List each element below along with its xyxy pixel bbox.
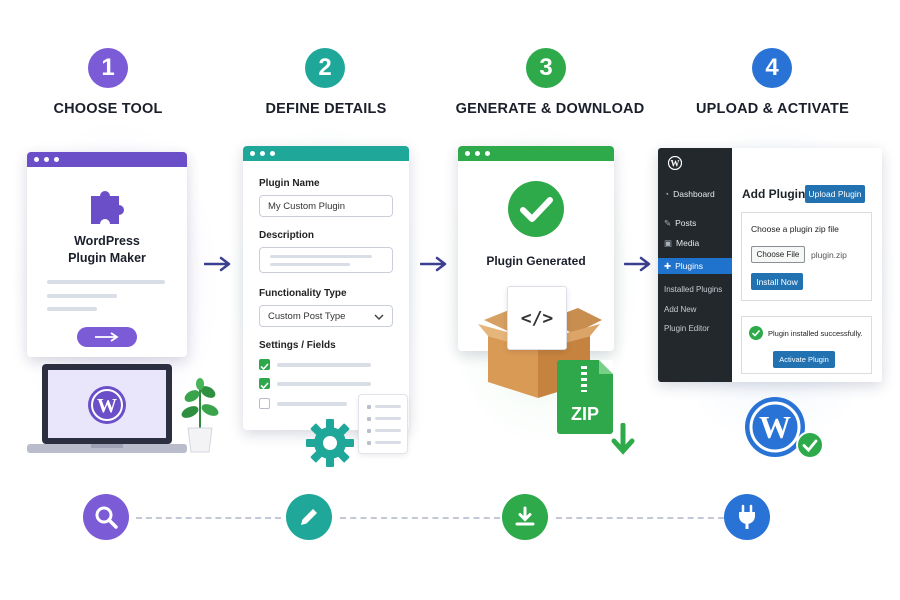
functionality-type-select[interactable]: Custom Post Type xyxy=(259,305,393,327)
step-2-number: 2 xyxy=(318,54,332,81)
field-placeholder xyxy=(277,382,371,386)
plugin-icon: ✚ xyxy=(664,260,672,271)
window-titlebar xyxy=(27,152,187,167)
wp-admin-sidebar: W ◔Dashboard ✎Posts ▣Media ✚Plugins Inst… xyxy=(658,148,732,382)
field-placeholder xyxy=(277,363,371,367)
plugin-details-form: Plugin Name My Custom Plugin Description… xyxy=(243,146,409,430)
upload-panel: Choose a plugin zip file Choose File plu… xyxy=(741,212,872,301)
check-icon xyxy=(260,363,269,371)
app-name-line1: WordPress xyxy=(74,234,140,248)
upload-plugin-button[interactable]: Upload Plugin xyxy=(805,185,865,203)
step-2-badge: 2 xyxy=(305,48,345,88)
wordpress-logo: W xyxy=(745,397,805,457)
svg-text:W: W xyxy=(759,409,791,445)
plugin-generated-text: Plugin Generated xyxy=(486,254,586,268)
step-4-title: UPLOAD & ACTIVATE xyxy=(696,101,849,117)
activate-step-icon xyxy=(724,494,770,540)
dashed-connector xyxy=(136,517,281,519)
svg-text:W: W xyxy=(671,159,680,169)
sidebar-sub-installed-plugins[interactable]: Installed Plugins xyxy=(664,285,723,294)
svg-text:W: W xyxy=(97,395,117,417)
wp-admin-window: W ◔Dashboard ✎Posts ▣Media ✚Plugins Inst… xyxy=(658,148,882,382)
check-icon xyxy=(260,382,269,390)
start-button[interactable] xyxy=(77,327,137,347)
pin-icon: ✎ xyxy=(664,217,672,228)
functionality-type-value: Custom Post Type xyxy=(268,310,346,322)
field-checkbox-1[interactable] xyxy=(259,359,270,371)
plugin-maker-window: WordPress Plugin Maker xyxy=(27,152,187,357)
window-titlebar xyxy=(243,146,409,161)
dashed-connector xyxy=(340,517,500,519)
wordpress-logo: W xyxy=(88,386,126,424)
success-message: Plugin installed successfully. xyxy=(768,329,863,338)
zip-label: ZIP xyxy=(570,404,599,424)
download-arrow-icon xyxy=(611,423,635,455)
description-input[interactable] xyxy=(259,247,393,273)
download-step-icon xyxy=(502,494,548,540)
settings-fields-label: Settings / Fields xyxy=(259,340,336,351)
success-check-icon xyxy=(508,181,564,237)
sidebar-item-posts[interactable]: ✎Posts xyxy=(664,217,697,229)
window-titlebar xyxy=(458,146,614,161)
page-title: Add Plugins xyxy=(742,187,812,201)
sidebar-item-media[interactable]: ▣Media xyxy=(664,237,700,249)
code-file-card: </> xyxy=(507,286,567,350)
step-2-title: DEFINE DETAILS xyxy=(265,101,387,117)
puzzle-icon xyxy=(91,191,124,224)
step-3-title: GENERATE & DOWNLOAD xyxy=(455,101,645,117)
code-icon: </> xyxy=(520,307,554,329)
choose-file-prompt: Choose a plugin zip file xyxy=(751,224,839,234)
plugin-name-label: Plugin Name xyxy=(259,178,320,189)
app-name-line2: Plugin Maker xyxy=(68,251,146,265)
success-check-icon xyxy=(749,326,763,340)
text-placeholder xyxy=(47,307,97,311)
file-name: plugin.zip xyxy=(811,250,847,260)
step-1-title: CHOOSE TOOL xyxy=(53,101,163,117)
step-3-number: 3 xyxy=(539,54,553,81)
gear-icon xyxy=(306,419,354,467)
sidebar-item-dashboard[interactable]: ◔Dashboard xyxy=(664,189,715,199)
text-placeholder xyxy=(47,294,117,298)
arrow-right-icon xyxy=(420,256,447,272)
functionality-type-label: Functionality Type xyxy=(259,288,347,299)
description-label: Description xyxy=(259,230,315,241)
step-4-number: 4 xyxy=(765,54,779,81)
arrow-right-icon xyxy=(95,332,119,342)
pencil-icon xyxy=(301,509,317,525)
arrow-right-icon xyxy=(204,256,231,272)
media-icon: ▣ xyxy=(664,237,673,248)
sidebar-sub-add-new[interactable]: Add New xyxy=(664,305,697,314)
download-icon xyxy=(515,506,535,526)
plug-icon xyxy=(739,504,755,529)
arrow-right-icon xyxy=(624,256,651,272)
activate-plugin-button[interactable]: Activate Plugin xyxy=(773,351,835,368)
field-placeholder xyxy=(277,402,347,406)
plugin-name-input[interactable]: My Custom Plugin xyxy=(259,195,393,217)
field-checkbox-3[interactable] xyxy=(259,398,270,409)
plant-icon xyxy=(181,378,219,453)
dashed-connector xyxy=(556,517,724,519)
wordpress-logo: W xyxy=(668,156,682,170)
step-3-badge: 3 xyxy=(526,48,566,88)
field-checkbox-2[interactable] xyxy=(259,378,270,390)
dashboard-icon: ◔ xyxy=(664,189,670,199)
text-placeholder xyxy=(47,280,165,284)
success-notice: Plugin installed successfully. Activate … xyxy=(741,316,872,374)
step-1-badge: 1 xyxy=(88,48,128,88)
step-4-badge: 4 xyxy=(752,48,792,88)
chevron-down-icon xyxy=(374,314,384,321)
step-1-number: 1 xyxy=(101,54,115,81)
choose-file-button[interactable]: Choose File xyxy=(751,246,805,263)
sidebar-sub-plugin-editor[interactable]: Plugin Editor xyxy=(664,324,710,333)
sidebar-item-plugins[interactable]: ✚Plugins xyxy=(658,258,732,274)
search-step-icon xyxy=(83,494,129,540)
success-check-icon xyxy=(796,431,824,459)
search-icon xyxy=(95,506,118,529)
edit-step-icon xyxy=(286,494,332,540)
zip-file-icon: ZIP xyxy=(557,360,613,434)
fields-list-card xyxy=(358,394,408,454)
install-now-button[interactable]: Install Now xyxy=(751,273,803,290)
